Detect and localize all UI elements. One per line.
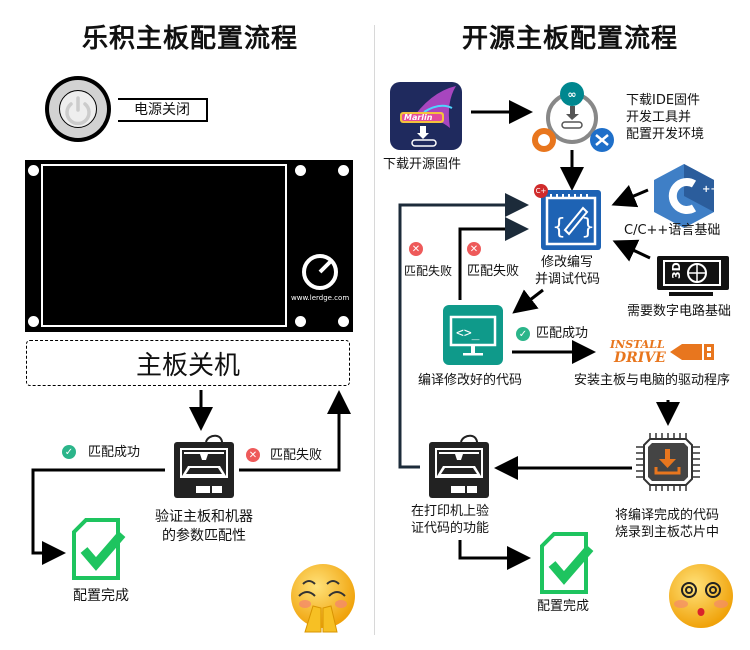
praying-emoji-icon: [291, 564, 355, 633]
arrow-success-to-done: [31, 468, 165, 565]
fail-x-icon-b: ✕: [467, 242, 481, 256]
left-fail-label: 匹配失败: [270, 448, 323, 463]
compile-terminal-icon: <>_: [443, 305, 503, 365]
right-title: 开源主板配置流程: [461, 24, 678, 54]
board-off-box: 主板关机: [26, 340, 350, 386]
arduino-icon: [560, 82, 584, 106]
arrow-edit-to-compile: [512, 288, 544, 314]
code-editor-icon: { }: [541, 190, 601, 250]
svg-text:<>_: <>_: [456, 326, 480, 341]
marlin-firmware-icon: Marlin: [390, 82, 462, 150]
arrow-compile-fail-loop: [458, 217, 529, 300]
left-title: 乐积主板配置流程: [81, 24, 298, 54]
printer-label-1: 在打印机上验: [411, 504, 490, 519]
cpp-badge-icon: C+: [534, 184, 548, 198]
dizzy-emoji-icon: [669, 564, 733, 628]
fail-label-a: 匹配失败: [404, 264, 453, 278]
knob-icon: [302, 254, 338, 290]
arrow-printer-to-done: [458, 540, 531, 570]
driver-label: 安装主板与电脑的驱动程序: [574, 373, 731, 388]
ide-label-3: 配置开发环境: [626, 127, 705, 142]
ide-label-2: 开发工具并: [626, 110, 692, 125]
digital-label: 需要数字电路基础: [627, 304, 732, 319]
fail-label-b: 匹配失败: [467, 264, 520, 279]
verify-label-2: 的参数匹配性: [162, 528, 246, 544]
power-off-label: 电源关闭: [118, 98, 208, 122]
board-url: www.lerdge.com: [291, 294, 350, 302]
cpp-label: C/C++语言基础: [624, 223, 721, 238]
board-screen: [41, 164, 287, 327]
printer-label-2: 证代码的功能: [411, 521, 490, 536]
svg-text:{: {: [552, 215, 566, 240]
success-check-icon: ✓: [62, 445, 76, 459]
arrow-fail-to-board: [239, 390, 351, 472]
ide-tools-icon: ∞: [532, 82, 614, 152]
usb-plug-icon: [670, 344, 714, 360]
svg-text:3D: 3D: [670, 262, 683, 279]
lerdge-board: www.lerdge.com: [25, 160, 353, 332]
flash-label-1: 将编译完成的代码: [615, 508, 720, 523]
install-drive-logo: INSTALL DRIVE: [610, 338, 720, 368]
right-success-label: 匹配成功: [536, 326, 589, 341]
success-check-icon-right: ✓: [516, 327, 530, 341]
power-button: [45, 76, 111, 142]
done-doc-check-icon-right: [540, 532, 594, 594]
chip-flash-icon: [636, 433, 700, 491]
left-done-label: 配置完成: [73, 588, 129, 604]
right-done-label: 配置完成: [537, 599, 590, 614]
firmware-label: 下载开源固件: [383, 157, 462, 172]
edit-label-1: 修改编写: [541, 255, 594, 270]
fail-x-icon-a: ✕: [409, 242, 423, 256]
svg-text:}: }: [581, 215, 595, 240]
printer-icon-left: [170, 432, 238, 500]
cpp-hex-icon: ++: [654, 164, 716, 228]
compile-label: 编译修改好的代码: [418, 373, 523, 388]
svg-text:∞: ∞: [567, 88, 576, 101]
done-doc-check-icon-left: [72, 518, 126, 580]
column-divider: [374, 25, 375, 635]
arrow-cpp-to-edit: [611, 184, 649, 208]
ide-label-1: 下载IDE固件: [626, 93, 701, 108]
power-icon: [65, 96, 91, 126]
left-success-label: 匹配成功: [88, 445, 141, 460]
svg-text:++: ++: [702, 184, 716, 195]
fail-x-icon: ✕: [246, 448, 260, 462]
printer-icon-right: [425, 432, 493, 500]
arrow-printer-fail-loop: [398, 193, 529, 469]
graphics-card-icon: 3D: [657, 256, 729, 296]
verify-label-1: 验证主板和机器: [155, 509, 253, 525]
flash-label-2: 烧录到主板芯片中: [615, 525, 720, 540]
edit-label-2: 并调试代码: [535, 272, 601, 287]
arrow-digital-to-edit: [612, 239, 651, 262]
marlin-logo-text: Marlin: [404, 113, 433, 122]
